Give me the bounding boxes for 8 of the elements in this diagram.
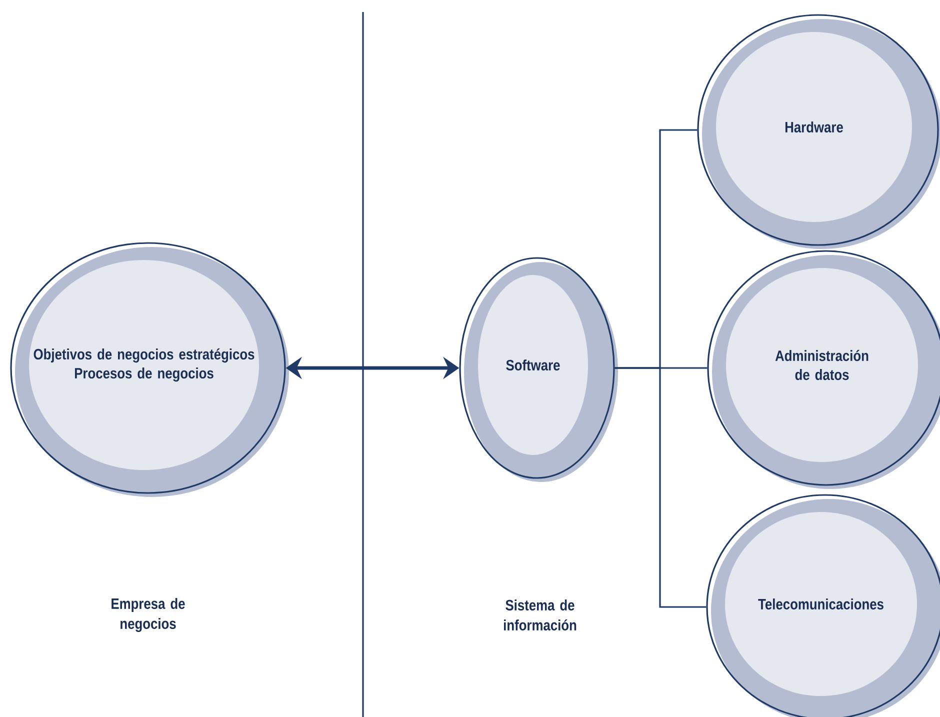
circle-node: Hardware [697,14,940,249]
circle-node: Software [459,257,618,482]
circle-node: Telecomunicaciones [706,494,940,717]
section-label: Sistema de información [504,600,576,630]
section-label: Empresa de negocios [112,598,185,632]
circle-node: Administración de datos [707,250,940,489]
connector-line [614,367,706,608]
circle-node: Objetivos de negocios estratégicos Procesos de negocios [10,242,289,497]
